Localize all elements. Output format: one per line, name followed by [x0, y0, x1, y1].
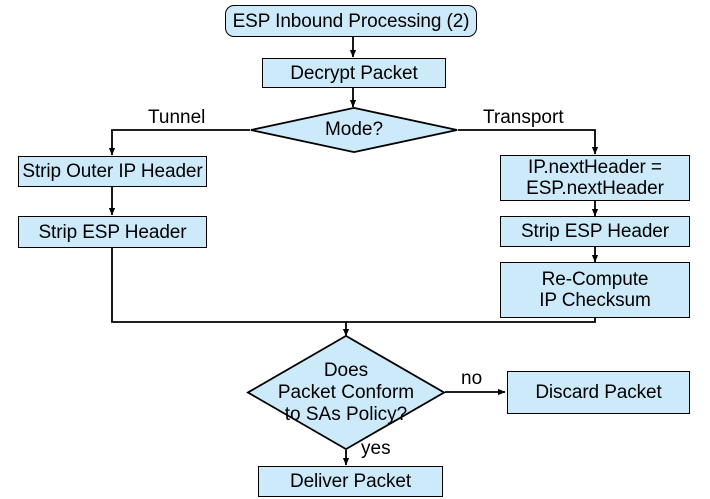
connector-left-merge [111, 248, 346, 323]
node-strip-esp-header-transport[interactable]: Strip ESP Header [500, 216, 690, 247]
node-recompute-ip-checksum[interactable]: Re-Compute IP Checksum [500, 262, 690, 318]
node-esp-inbound-processing-start[interactable]: ESP Inbound Processing (2) [225, 5, 477, 37]
node-strip-esp-header-tunnel[interactable]: Strip ESP Header [18, 216, 207, 248]
connector-mode-tunnel [108, 129, 250, 156]
node-mode-decision[interactable]: Mode? [250, 106, 458, 154]
node-deliver-packet[interactable]: Deliver Packet [258, 466, 443, 497]
edge-label-no: no [461, 368, 483, 389]
connector-mode-transport [458, 129, 599, 155]
mode-diamond-shape [250, 106, 458, 154]
node-discard-packet[interactable]: Discard Packet [507, 371, 690, 414]
node-packet-conform-decision[interactable]: Does Packet Conform to SAs Policy? [246, 334, 446, 451]
node-ip-next-header-assign[interactable]: IP.nextHeader = ESP.nextHeader [500, 155, 690, 201]
node-strip-outer-ip-header[interactable]: Strip Outer IP Header [18, 156, 207, 187]
edge-label-tunnel: Tunnel [148, 107, 206, 128]
edge-label-transport: Transport [483, 107, 564, 128]
edge-label-yes: yes [361, 438, 391, 459]
conform-diamond-shape [246, 334, 446, 451]
connector-right-merge [346, 318, 596, 323]
node-decrypt-packet[interactable]: Decrypt Packet [262, 58, 446, 88]
